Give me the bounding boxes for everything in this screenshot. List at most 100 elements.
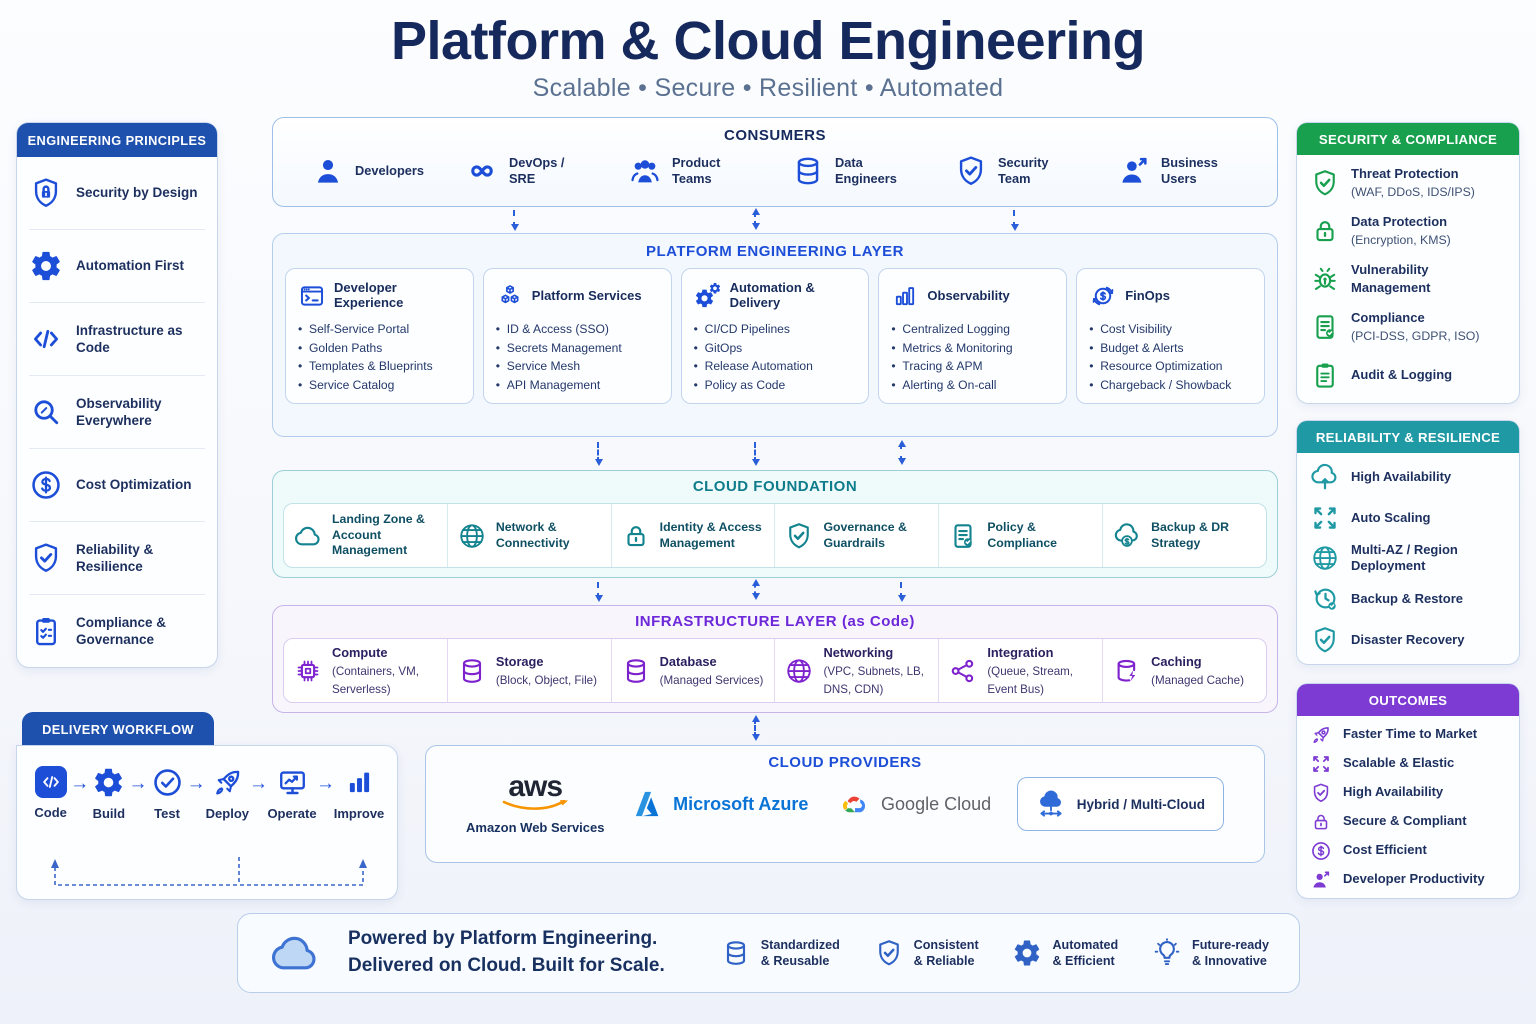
principle-reliability-resilience: Reliability & Resilience	[29, 522, 205, 595]
footer-tagline: Powered by Platform Engineering.Delivere…	[348, 928, 665, 976]
infra-caching: Caching(Managed Cache)	[1103, 639, 1266, 702]
bug-icon	[1310, 264, 1340, 294]
expand-arrows-icon	[1310, 503, 1340, 533]
outcomes-list: Faster Time to Market Scalable & Elastic…	[1297, 716, 1519, 898]
delivery-workflow-header: DELIVERY WORKFLOW	[22, 712, 214, 746]
footer-items: Standardized& Reusable Consistent& Relia…	[721, 937, 1269, 970]
reliability-list: High Availability Auto Scaling Multi-AZ …	[1297, 453, 1519, 664]
arrow-down-icon	[752, 442, 760, 466]
infrastructure-layer-section: INFRASTRUCTURE LAYER(as Code) Compute(Co…	[272, 605, 1278, 713]
gear-icon	[1012, 938, 1042, 968]
user-icon	[311, 154, 345, 188]
gears-icon	[694, 282, 722, 310]
reliability-resilience-panel: RELIABILITY & RESILIENCE High Availabili…	[1296, 420, 1520, 665]
footer-consistent-reliable: Consistent& Reliable	[874, 937, 979, 970]
arrow-right-icon: →	[70, 773, 90, 794]
arrow-updown-icon	[752, 208, 760, 230]
outcomes-header: OUTCOMES	[1297, 684, 1519, 716]
consumers-row: Developers DevOps / SRE Product Teams Da…	[273, 144, 1277, 206]
cloud-up-icon	[1310, 462, 1340, 492]
lock-icon	[1310, 216, 1340, 246]
arrow-right-icon: →	[186, 773, 206, 794]
platform-cards: Developer Experience Self-Service Portal…	[273, 260, 1277, 416]
card-platform-services: Platform Services ID & Access (SSO)Secre…	[482, 268, 672, 404]
delivery-workflow-body: Code → Build → Test → Deploy → Operate →…	[16, 745, 398, 900]
rocket-icon	[1310, 724, 1332, 746]
aws-logo: aws Amazon Web Services	[466, 770, 605, 836]
security-compliance: Compliance(PCI-DSS, GDPR, ISO)	[1297, 303, 1519, 351]
bar-chart-icon	[343, 766, 376, 799]
database-icon	[621, 656, 651, 686]
footer-banner: Powered by Platform Engineering.Delivere…	[237, 913, 1300, 993]
consumer-developers: Developers	[311, 154, 424, 188]
security-list: Threat Protection(WAF, DDoS, IDS/IPS) Da…	[1297, 155, 1519, 403]
database-icon	[457, 656, 487, 686]
gear-icon	[29, 249, 63, 283]
infra-compute: Compute(Containers, VM, Serverless)	[284, 639, 448, 702]
principle-automation-first: Automation First	[29, 230, 205, 303]
foundation-backup-dr: Backup & DR Strategy	[1103, 504, 1266, 567]
cache-icon	[1112, 656, 1142, 686]
footer-automated-efficient: Automated& Efficient	[1012, 937, 1118, 970]
cloud-icon	[293, 521, 323, 551]
arrow-down-icon	[1011, 210, 1019, 231]
foundation-governance-guardrails: Governance & Guardrails	[775, 504, 940, 567]
google-cloud-icon	[843, 796, 866, 813]
cloud-icon	[268, 926, 322, 980]
arrow-right-icon: →	[316, 773, 335, 794]
delivery-workflow-panel: DELIVERY WORKFLOW Code → Build → Test → …	[16, 712, 398, 900]
workflow-step-deploy: Deploy	[206, 766, 249, 821]
lock-icon	[1310, 811, 1332, 833]
cloud-providers-section: CLOUD PROVIDERS aws Amazon Web Services …	[425, 745, 1265, 863]
bar-chart-icon	[891, 282, 919, 310]
lightbulb-icon	[1152, 938, 1182, 968]
principle-compliance-governance: Compliance & Governance	[29, 595, 205, 667]
workflow-step-test: Test	[147, 766, 186, 821]
outcome-high-availability: High Availability	[1297, 778, 1519, 807]
page-subtitle: Scalable • Secure • Resilient • Automate…	[532, 74, 1004, 102]
infra-database: Database(Managed Services)	[612, 639, 776, 702]
shield-check-icon	[1310, 168, 1340, 198]
foundation-identity-access: Identity & Access Management	[612, 504, 776, 567]
arrow-updown-icon	[898, 440, 906, 465]
workflow-step-code: Code	[31, 766, 70, 820]
aws-smile-icon	[502, 800, 569, 810]
arrow-down-icon	[898, 582, 906, 602]
finops-dollar-icon	[1089, 282, 1117, 310]
clock-restore-icon	[1310, 584, 1340, 614]
platform-layer-title: PLATFORM ENGINEERING LAYER	[645, 243, 905, 260]
consumer-security-team: Security Team	[954, 154, 1076, 188]
shield-check-icon	[954, 154, 988, 188]
principle-security-by-design: Security by Design	[29, 157, 205, 230]
platform-engineering-layer: PLATFORM ENGINEERING LAYER Developer Exp…	[272, 233, 1278, 437]
globe-icon	[784, 656, 814, 686]
shield-check-icon	[1310, 625, 1340, 655]
cloud-foundation-row: Landing Zone & Account Management Networ…	[283, 503, 1267, 568]
nodes-icon	[948, 656, 978, 686]
card-automation-delivery: Automation & Delivery CI/CD PipelinesGit…	[680, 268, 870, 404]
arrow-right-icon: →	[249, 773, 268, 794]
terminal-icon	[298, 282, 326, 310]
shield-check-icon	[1310, 782, 1332, 804]
infra-networking: Networking(VPC, Subnets, LB, DNS, CDN)	[775, 639, 940, 702]
clipboard-icon	[1310, 360, 1340, 390]
outcome-faster-time-to-market: Faster Time to Market	[1297, 720, 1519, 749]
cloud-providers-title: CLOUD PROVIDERS	[768, 754, 922, 771]
outcomes-panel: OUTCOMES Faster Time to Market Scalable …	[1296, 683, 1520, 899]
code-icon	[29, 322, 63, 356]
consumers-section: CONSUMERS Developers DevOps / SRE Produc…	[272, 117, 1278, 207]
infrastructure-layer-title: INFRASTRUCTURE LAYER(as Code)	[635, 613, 915, 630]
security-audit-logging: Audit & Logging	[1297, 351, 1519, 399]
arrow-updown-icon	[752, 715, 760, 741]
reliability-auto-scaling: Auto Scaling	[1297, 498, 1519, 539]
principle-infrastructure-as-code: Infrastructure as Code	[29, 303, 205, 376]
lock-icon	[621, 521, 651, 551]
outcome-secure-compliant: Secure & Compliant	[1297, 807, 1519, 836]
footer-future-ready-innovative: Future-ready& Innovative	[1152, 937, 1269, 970]
dollar-icon	[29, 468, 63, 502]
foundation-network-connectivity: Network & Connectivity	[448, 504, 612, 567]
consumer-data-engineers: Data Engineers	[791, 154, 913, 188]
cubes-icon	[496, 282, 524, 310]
database-icon	[721, 938, 751, 968]
security-threat-protection: Threat Protection(WAF, DDoS, IDS/IPS)	[1297, 159, 1519, 207]
